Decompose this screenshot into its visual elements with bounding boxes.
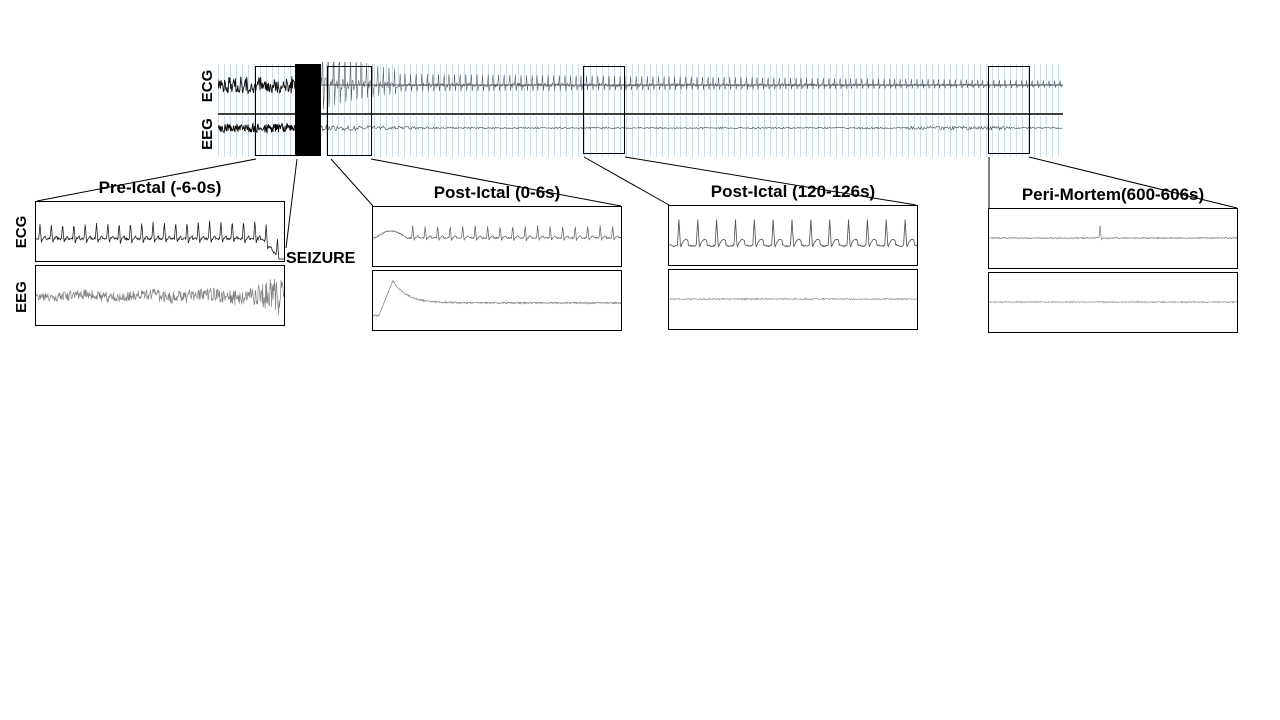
panel-peri-mortem-eeg-box [988, 272, 1238, 333]
post-ictal-0-6-eeg-trace [373, 280, 621, 317]
overview-eeg-pre [218, 122, 296, 135]
pre-ictal-ecg-trace [36, 220, 284, 260]
panel-pre-ictal-eeg-box [35, 265, 285, 326]
overview-traces [218, 62, 1063, 156]
ecg-trace [669, 219, 917, 248]
post-ictal-120-126-ecg-trace [669, 219, 917, 248]
panel-pre-ictal-title: Pre-Ictal (-6-0s) [98, 178, 222, 197]
eeg-trace [36, 278, 284, 315]
connector-line-2 [285, 158, 298, 249]
post-ictal-120-126-eeg-trace [669, 297, 917, 301]
pre-ictal-eeg-trace [36, 278, 284, 315]
panel-post-ictal-120-126-ecg-box [668, 205, 918, 266]
ecg-trace [989, 225, 1237, 241]
overview-highlight-box-post-ictal-120-126 [583, 66, 625, 154]
overview-ecg-pre [218, 76, 296, 95]
overview-ecg-label: ECG [199, 69, 216, 103]
overview-highlight-box-post-ictal-0-6 [327, 66, 372, 156]
ecg-trace [36, 220, 284, 260]
panel-peri-mortem-title: Peri-Mortem(600-606s) [1021, 185, 1205, 204]
overview-seizure-block [295, 64, 321, 156]
eeg-trace [989, 300, 1237, 304]
panel-peri-mortem-ecg-box [988, 208, 1238, 269]
overview-strip [218, 62, 1063, 158]
panel-post-ictal-0-6-ecg-box [372, 206, 622, 267]
eeg-trace [373, 280, 621, 317]
overview-ecg-post [320, 62, 1063, 110]
overview-eeg-post [320, 124, 1063, 133]
panel-post-ictal-120-126-title: Post-Ictal (120-126s) [710, 182, 876, 201]
overview-highlight-box-pre-ictal [255, 66, 297, 156]
post-ictal-0-6-ecg-trace [373, 225, 621, 242]
overview-eeg-label: EEG [199, 118, 216, 150]
peri-mortem-eeg-trace [989, 300, 1237, 304]
overview-ecg-grid [218, 64, 1063, 113]
zoom-ecg-label: ECG [13, 215, 30, 249]
ecg-trace [373, 225, 621, 242]
eeg-trace [669, 297, 917, 301]
panel-pre-ictal-ecg-box [35, 201, 285, 262]
overview-eeg-grid [218, 116, 1063, 157]
zoom-eeg-label: EEG [13, 281, 30, 313]
panel-post-ictal-0-6-eeg-box [372, 270, 622, 331]
panel-post-ictal-120-126-eeg-box [668, 269, 918, 330]
panel-post-ictal-0-6-title: Post-Ictal (0-6s) [433, 183, 561, 202]
peri-mortem-ecg-trace [989, 225, 1237, 241]
seizure-annotation: SEIZURE [286, 250, 356, 267]
overview-highlight-box-peri-mortem [988, 66, 1030, 154]
